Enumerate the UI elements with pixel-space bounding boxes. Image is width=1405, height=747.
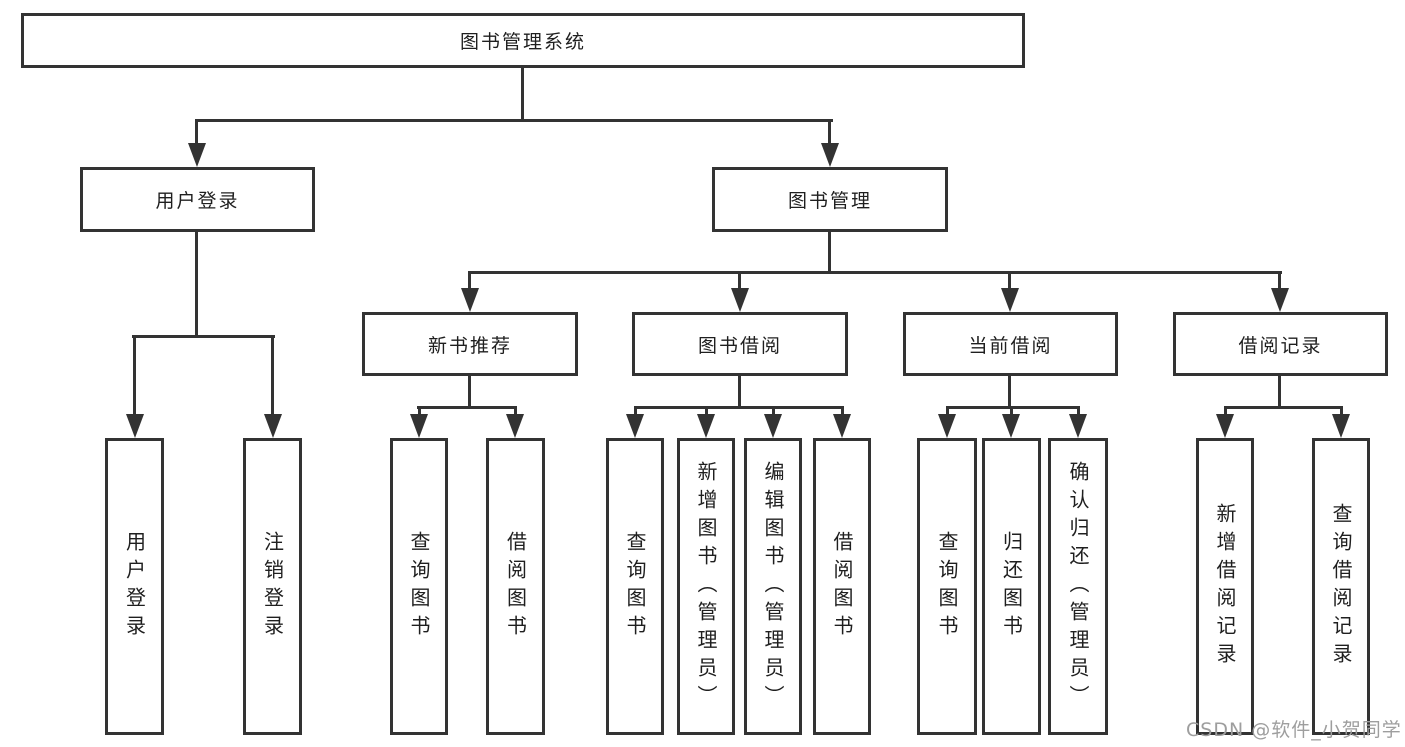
leaf-borrowing-borrow-books-label: 借阅图书 (830, 530, 854, 643)
leaf-records-add-record-label: 新增借阅记录 (1213, 502, 1237, 671)
node-user-login: 用户登录 (80, 167, 315, 232)
arrowhead-rec-borrow (506, 414, 524, 438)
leaf-recommend-borrow-books: 借阅图书 (486, 438, 545, 735)
connector-arrow-cur-query-line (946, 406, 949, 418)
leaf-current-confirm-return-admin: 确认归还（管理员） (1048, 438, 1108, 735)
connector-recommend-crossbar (417, 406, 517, 409)
connector-arrow-leaf-logout-line (271, 335, 274, 415)
connector-recommend-stem (468, 375, 471, 408)
connector-arrow-cur-return-line (1010, 406, 1013, 418)
leaf-current-query-books-label: 查询图书 (935, 530, 959, 643)
node-new-book-recommend: 新书推荐 (362, 312, 578, 376)
arrowhead-leaf-user-login (126, 414, 144, 438)
connector-current-stem (1008, 374, 1011, 408)
leaf-borrowing-add-books-admin-label: 新增图书（管理员） (694, 460, 718, 713)
connector-arrow-tb-add-line (705, 406, 708, 418)
leaf-borrowing-query-books: 查询图书 (606, 438, 664, 735)
connector-arrow-current-line (1008, 271, 1011, 291)
connector-records-crossbar (1224, 406, 1343, 409)
connector-borrowing-crossbar (634, 406, 844, 409)
node-new-book-recommend-label: 新书推荐 (427, 334, 512, 357)
leaf-current-query-books: 查询图书 (917, 438, 977, 735)
connector-arrow-recadd-line (1224, 406, 1227, 418)
leaf-borrowing-borrow-books: 借阅图书 (813, 438, 871, 735)
node-book-borrowing-label: 图书借阅 (697, 334, 782, 357)
connector-arrow-recommend-line (468, 271, 471, 291)
leaf-user-login: 用户登录 (105, 438, 164, 735)
arrowhead-tb-query (626, 414, 644, 438)
connector-arrow-tb-borrow-line (841, 406, 844, 418)
arrowhead-rec-query-record (1332, 414, 1350, 438)
node-book-management: 图书管理 (712, 167, 948, 232)
connector-arrow-rec-borrow-line (514, 406, 517, 418)
node-library-management-system: 图书管理系统 (21, 13, 1025, 68)
connector-arrow-user-login-line (195, 119, 198, 145)
node-book-borrowing: 图书借阅 (632, 312, 848, 376)
connector-arrow-rec-query-line (418, 406, 421, 418)
connector-records-stem (1278, 375, 1281, 408)
leaf-borrowing-edit-books-admin-label: 编辑图书（管理员） (761, 460, 785, 713)
arrowhead-records (1271, 288, 1289, 312)
node-current-borrowing: 当前借阅 (903, 312, 1118, 376)
arrowhead-tb-add (697, 414, 715, 438)
arrowhead-borrowing (731, 288, 749, 312)
connector-arrow-borrowing-line (738, 271, 741, 291)
node-current-borrowing-label: 当前借阅 (968, 334, 1053, 357)
leaf-records-add-record: 新增借阅记录 (1196, 438, 1254, 735)
arrowhead-tb-edit (764, 414, 782, 438)
leaf-current-return-books-label: 归还图书 (999, 530, 1024, 643)
watermark-text: CSDN @软件_小贺同学 (1186, 719, 1402, 741)
connector-user-stem (195, 232, 198, 338)
leaf-recommend-query-books-label: 查询图书 (407, 530, 431, 643)
arrowhead-recommend (461, 288, 479, 312)
connector-books-crossbar (468, 271, 1282, 274)
leaf-logout-label: 注销登录 (260, 530, 285, 643)
connector-arrow-records-line (1278, 271, 1281, 291)
node-borrowing-records-label: 借阅记录 (1238, 334, 1323, 357)
arrowhead-leaf-logout (264, 414, 282, 438)
arrowhead-book-management (821, 143, 839, 167)
leaf-recommend-query-books: 查询图书 (390, 438, 448, 735)
node-library-management-system-label: 图书管理系统 (459, 31, 586, 53)
arrowhead-cur-query (938, 414, 956, 438)
connector-root-crossbar (195, 119, 833, 122)
connector-books-stem (828, 232, 831, 274)
connector-arrow-recquery-line (1340, 406, 1343, 418)
leaf-current-return-books: 归还图书 (982, 438, 1041, 735)
leaf-borrowing-add-books-admin: 新增图书（管理员） (677, 438, 735, 735)
arrowhead-rec-query (410, 414, 428, 438)
leaf-user-login-label: 用户登录 (122, 530, 147, 643)
arrowhead-user-login (188, 143, 206, 167)
arrowhead-current (1001, 288, 1019, 312)
connector-arrow-cur-confirm-line (1077, 406, 1080, 418)
leaf-current-confirm-return-admin-label: 确认归还（管理员） (1066, 460, 1090, 713)
node-user-login-label: 用户登录 (155, 190, 240, 212)
leaf-borrowing-edit-books-admin: 编辑图书（管理员） (744, 438, 802, 735)
connector-user-crossbar (132, 335, 275, 338)
node-borrowing-records: 借阅记录 (1173, 312, 1388, 376)
leaf-logout: 注销登录 (243, 438, 302, 735)
leaf-borrowing-query-books-label: 查询图书 (623, 530, 647, 643)
leaf-records-query-record: 查询借阅记录 (1312, 438, 1370, 735)
node-book-management-label: 图书管理 (787, 190, 872, 212)
connector-borrowing-stem (738, 375, 741, 408)
connector-current-crossbar (946, 406, 1080, 409)
leaf-records-query-record-label: 查询借阅记录 (1329, 502, 1353, 671)
arrowhead-cur-confirm (1069, 414, 1087, 438)
leaf-recommend-borrow-books-label: 借阅图书 (503, 530, 528, 643)
connector-arrow-book-management-line (828, 119, 831, 145)
arrowhead-tb-borrow (833, 414, 851, 438)
connector-root-stem (521, 68, 524, 122)
arrowhead-rec-add (1216, 414, 1234, 438)
connector-arrow-tb-query-line (634, 406, 637, 418)
connector-arrow-leaf-user-login-line (133, 335, 136, 415)
arrowhead-cur-return (1002, 414, 1020, 438)
connector-arrow-tb-edit-line (772, 406, 775, 418)
